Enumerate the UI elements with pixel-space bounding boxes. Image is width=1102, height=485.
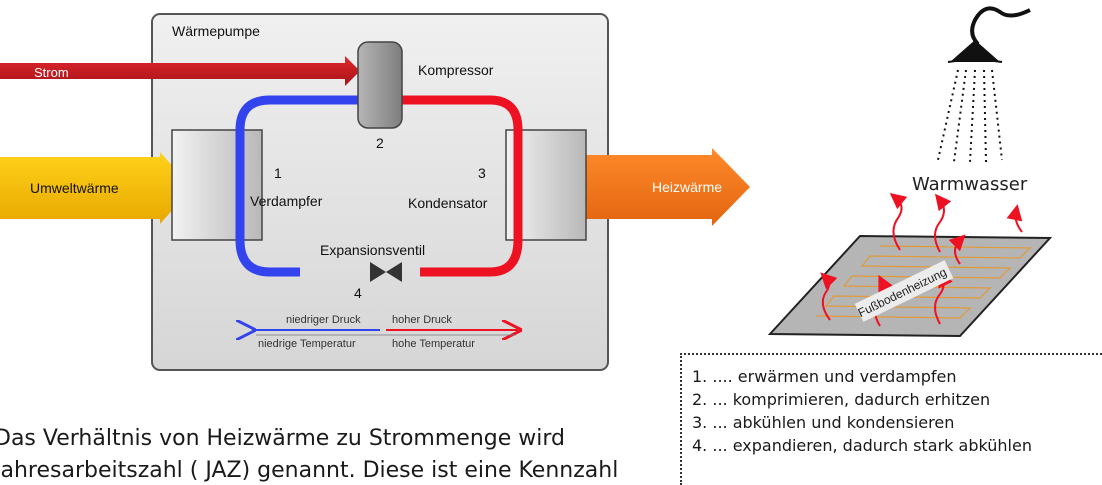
verdampfer-label: Verdampfer: [250, 193, 323, 209]
number-1: 1: [274, 165, 282, 181]
expansionsventil-label: Expansionsventil: [320, 242, 425, 258]
strom-arrow: [0, 56, 360, 86]
number-2: 2: [376, 135, 384, 151]
umweltwaerme-arrow: [0, 152, 192, 224]
heizwaerme-label: Heizwärme: [652, 179, 722, 195]
step-1: 1. .... erwärmen und verdampfen: [692, 367, 957, 386]
step-3: 3. ... abkühlen und kondensieren: [692, 413, 955, 432]
kompressor-label: Kompressor: [418, 62, 494, 78]
niedriger-druck-label: niedriger Druck: [286, 314, 361, 326]
heat-pump-diagram: Wärmepumpe Strom Kompressor Umweltwärme …: [0, 6, 1053, 371]
step-2: 2. ... komprimieren, dadurch erhitzen: [692, 390, 991, 409]
expansion-valve-left: [370, 262, 386, 282]
evaporator-block: [171, 129, 263, 241]
heizwaerme-arrow: [580, 148, 750, 226]
number-4: 4: [354, 285, 362, 301]
step-4: 4. ... expandieren, dadurch stark abkühl…: [692, 436, 1032, 455]
number-3: 3: [478, 165, 486, 181]
warmwasser-label: Warmwasser: [912, 174, 1028, 195]
umweltwaerme-label: Umweltwärme: [30, 180, 119, 196]
paragraph-line-1: Das Verhältnis von Heizwärme zu Strommen…: [0, 426, 565, 451]
hoher-druck-label: hoher Druck: [392, 314, 452, 326]
expansion-valve-right: [386, 262, 402, 282]
strom-label: Strom: [34, 65, 69, 80]
floor-heating-icon: Fußbodenheizung: [767, 192, 1053, 338]
kondensator-label: Kondensator: [408, 195, 488, 211]
paragraph-line-2: Jahresarbeitszahl ( JAZ) genannt. Diese …: [0, 458, 619, 483]
heat-pump-title: Wärmepumpe: [172, 23, 260, 39]
hohe-temperatur-label: hohe Temperatur: [392, 338, 475, 350]
compressor: [357, 41, 403, 129]
shower-icon: [937, 6, 1031, 163]
cold-pipe: [235, 95, 360, 277]
steps-legend: 1. .... erwärmen und verdampfen 2. ... k…: [680, 353, 1102, 485]
niedrige-temperatur-label: niedrige Temperatur: [258, 338, 356, 350]
hot-pipe: [400, 95, 523, 277]
